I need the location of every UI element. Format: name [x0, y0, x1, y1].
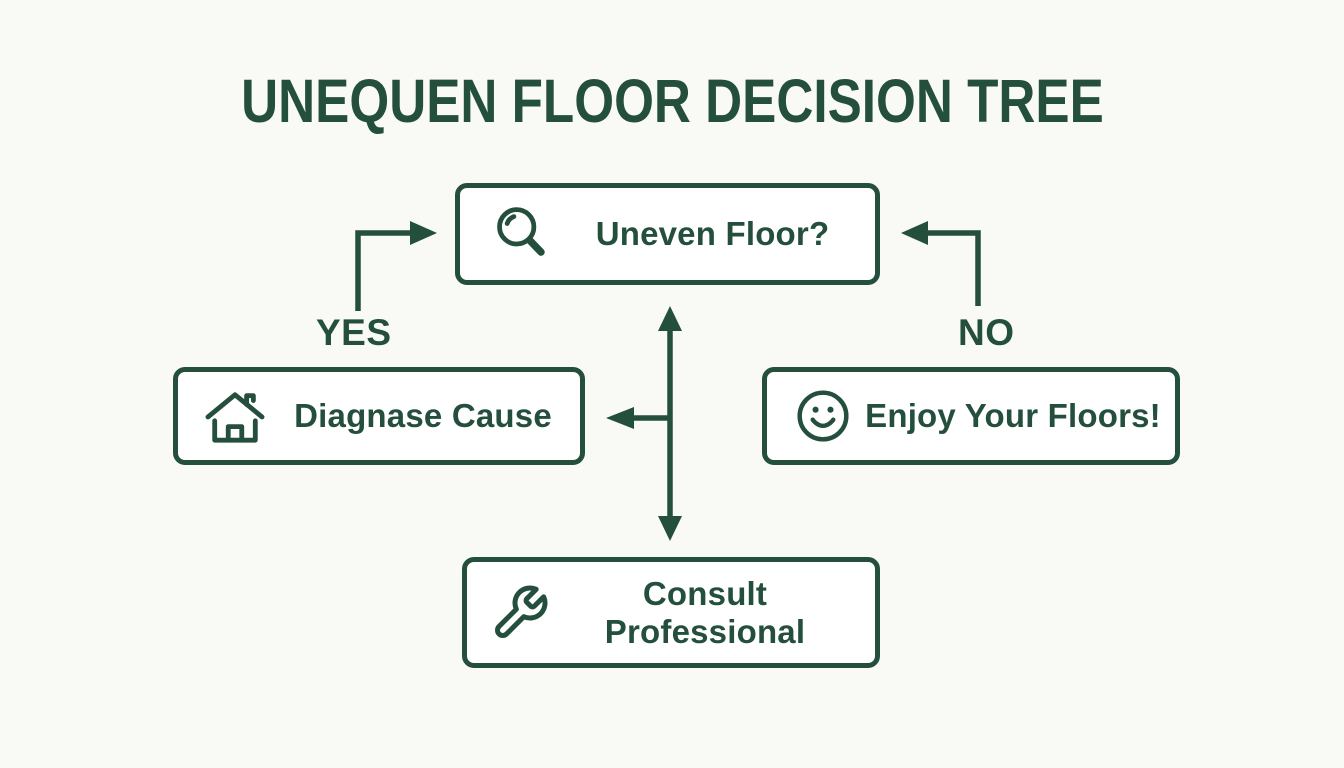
yes-arrowhead-right	[410, 221, 437, 245]
edge-label-no: NO	[958, 312, 1015, 353]
house-icon	[204, 387, 266, 445]
node-label: Consult Professional	[604, 574, 806, 650]
node-label: Diagnase Cause	[294, 397, 552, 435]
no-arrow-line	[926, 230, 981, 306]
yes-arrow-line	[355, 230, 412, 311]
edge-label-yes: YES	[316, 312, 392, 353]
diagram-title: UNEQUEN FLOOR DECISION TREE	[240, 67, 1104, 135]
node-label: Uneven Floor?	[595, 215, 830, 253]
branch-arrowhead-left	[606, 407, 634, 429]
smiley-icon	[795, 388, 851, 444]
wrench-icon	[487, 583, 553, 643]
node-consult-professional: Consult Professional	[462, 557, 880, 668]
node-uneven-floor: Uneven Floor?	[455, 183, 880, 285]
node-label: Enjoy Your Floors!	[865, 397, 1161, 435]
center-arrowhead-up	[658, 306, 682, 331]
node-enjoy-your-floors: Enjoy Your Floors!	[762, 367, 1180, 465]
node-diagnase-cause: Diagnase Cause	[173, 367, 585, 465]
center-arrowhead-down	[658, 516, 682, 541]
magnifier-icon	[492, 203, 550, 265]
no-arrowhead-left	[901, 221, 928, 245]
page-title: UNEQUEN FLOOR DECISION TREE	[0, 66, 1344, 136]
